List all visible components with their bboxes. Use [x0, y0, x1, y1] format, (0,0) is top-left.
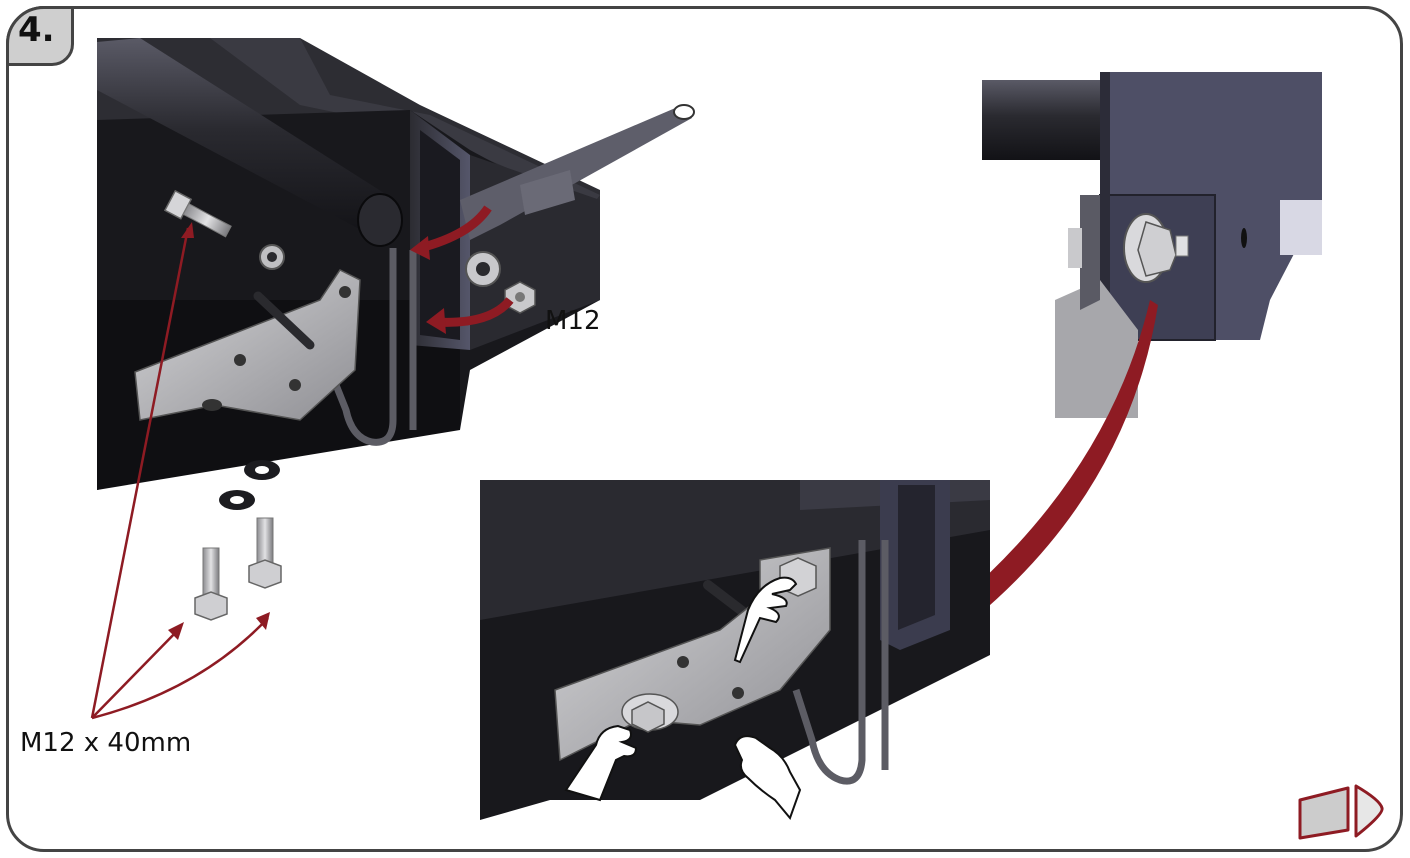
bolt-size-label: M12 x 40mm — [20, 728, 192, 758]
illustration-frame — [6, 6, 1403, 852]
bolt-leader-lines — [90, 227, 269, 720]
nut-size-label: M12 — [545, 306, 601, 336]
left-frame-view — [97, 38, 695, 490]
next-page-icon — [1298, 784, 1384, 840]
installed-view — [480, 480, 990, 820]
step-tab — [6, 6, 74, 66]
step-number: 4. — [18, 10, 55, 50]
hand-icon — [564, 576, 802, 820]
loose-hardware — [194, 460, 282, 621]
detail-view — [982, 72, 1322, 418]
